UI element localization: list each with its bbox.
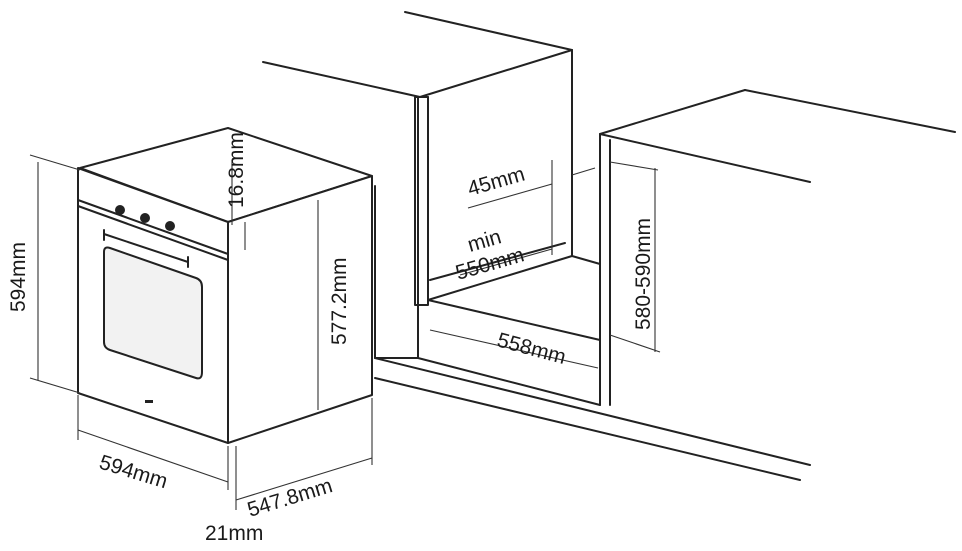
oven-window — [103, 246, 203, 380]
oven — [77, 127, 373, 444]
dimension-lines — [29, 154, 661, 510]
left-cabinet-side — [414, 96, 429, 306]
oven-knob-icon — [115, 205, 125, 215]
oven-badge — [145, 400, 153, 403]
side-clearance-label: 45mm — [465, 163, 527, 201]
kitchen-cabinet — [262, 11, 956, 481]
niche-width-label: 558mm — [495, 329, 569, 369]
door-thickness-label: 21mm — [205, 522, 263, 545]
oven-handle — [103, 233, 189, 263]
oven-knob-icon — [140, 213, 150, 223]
body-height-label: 577.2mm — [328, 257, 351, 345]
oven-height-label: 594mm — [7, 242, 30, 312]
niche-height-label: 580-590mm — [632, 218, 655, 330]
oven-depth-label: 547.8mm — [245, 474, 335, 522]
oven-knob-icon — [165, 221, 175, 231]
oven-width-label: 594mm — [97, 451, 171, 493]
panel-gap-label: 16.8mm — [225, 132, 248, 208]
